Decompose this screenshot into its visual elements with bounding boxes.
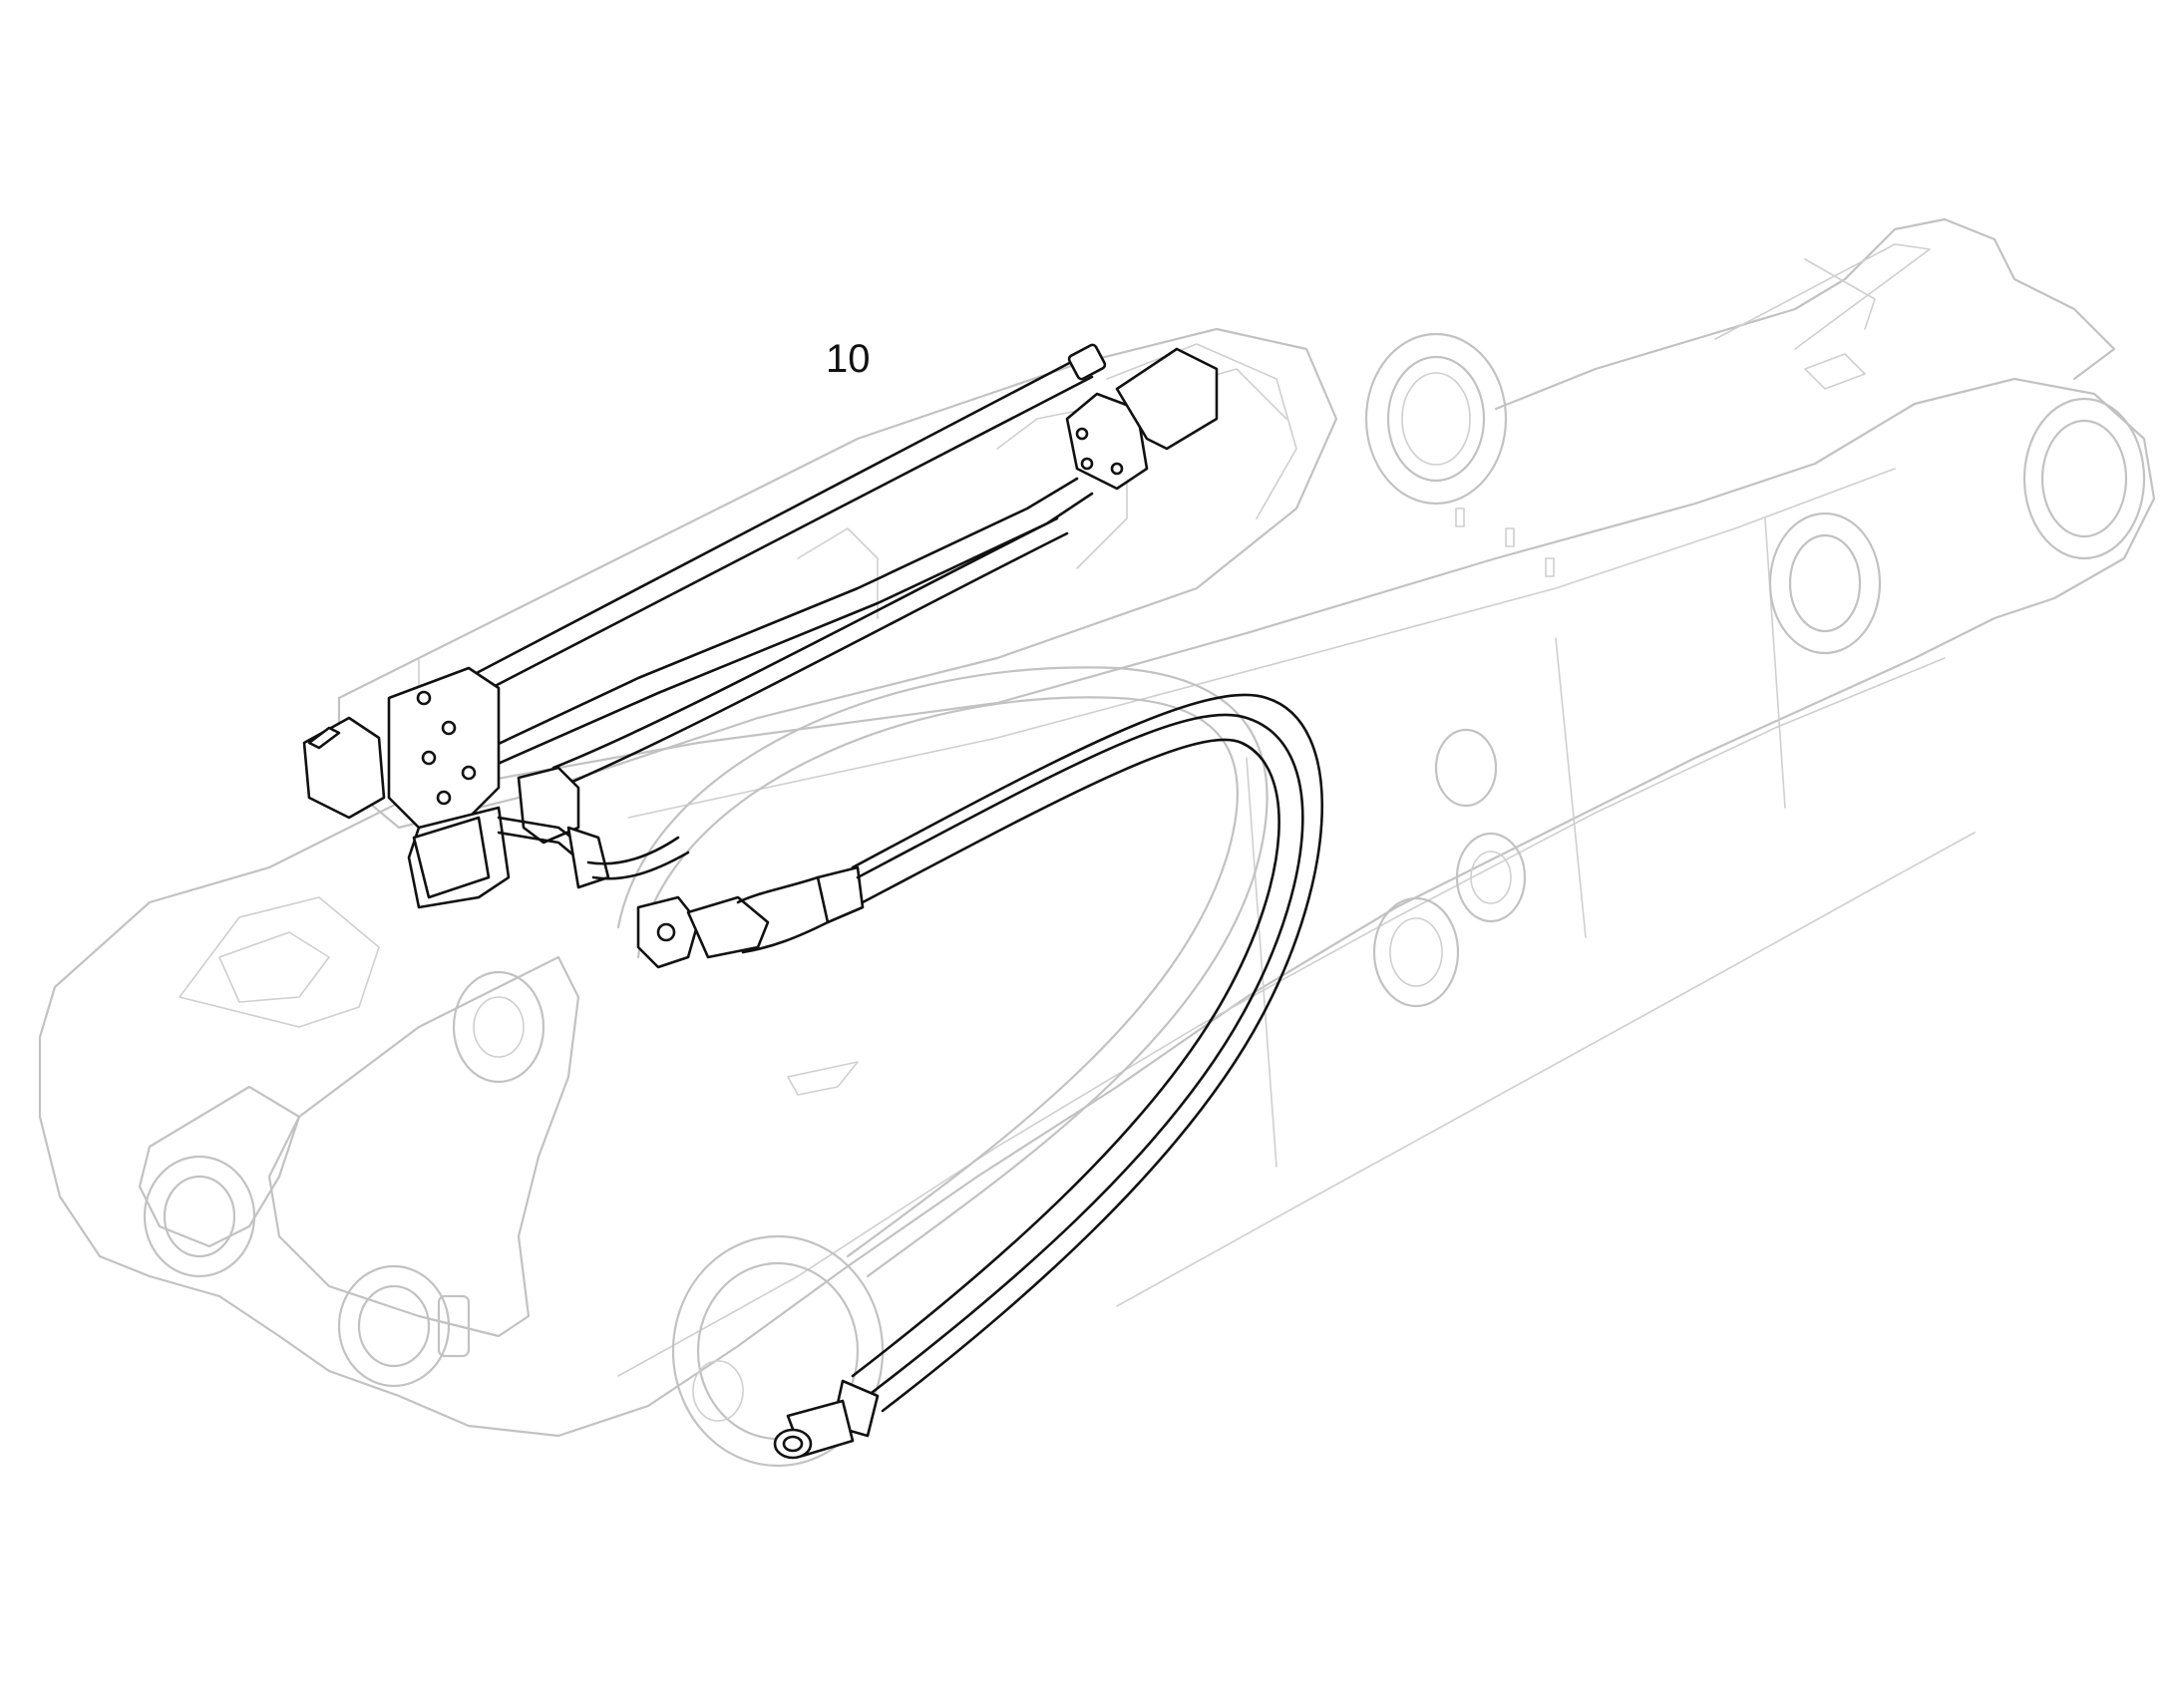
boom-arm-outline bbox=[38, 217, 2156, 1438]
flexible-hose bbox=[773, 693, 1323, 1460]
hydraulic-tube-assembly bbox=[427, 343, 1219, 790]
callout-label-10: 10 bbox=[826, 337, 871, 381]
valve-block bbox=[302, 666, 600, 909]
connecting-fittings bbox=[566, 826, 865, 969]
front-clevis-outline bbox=[138, 896, 885, 1468]
boom-cylinder-outline bbox=[337, 327, 1338, 1278]
